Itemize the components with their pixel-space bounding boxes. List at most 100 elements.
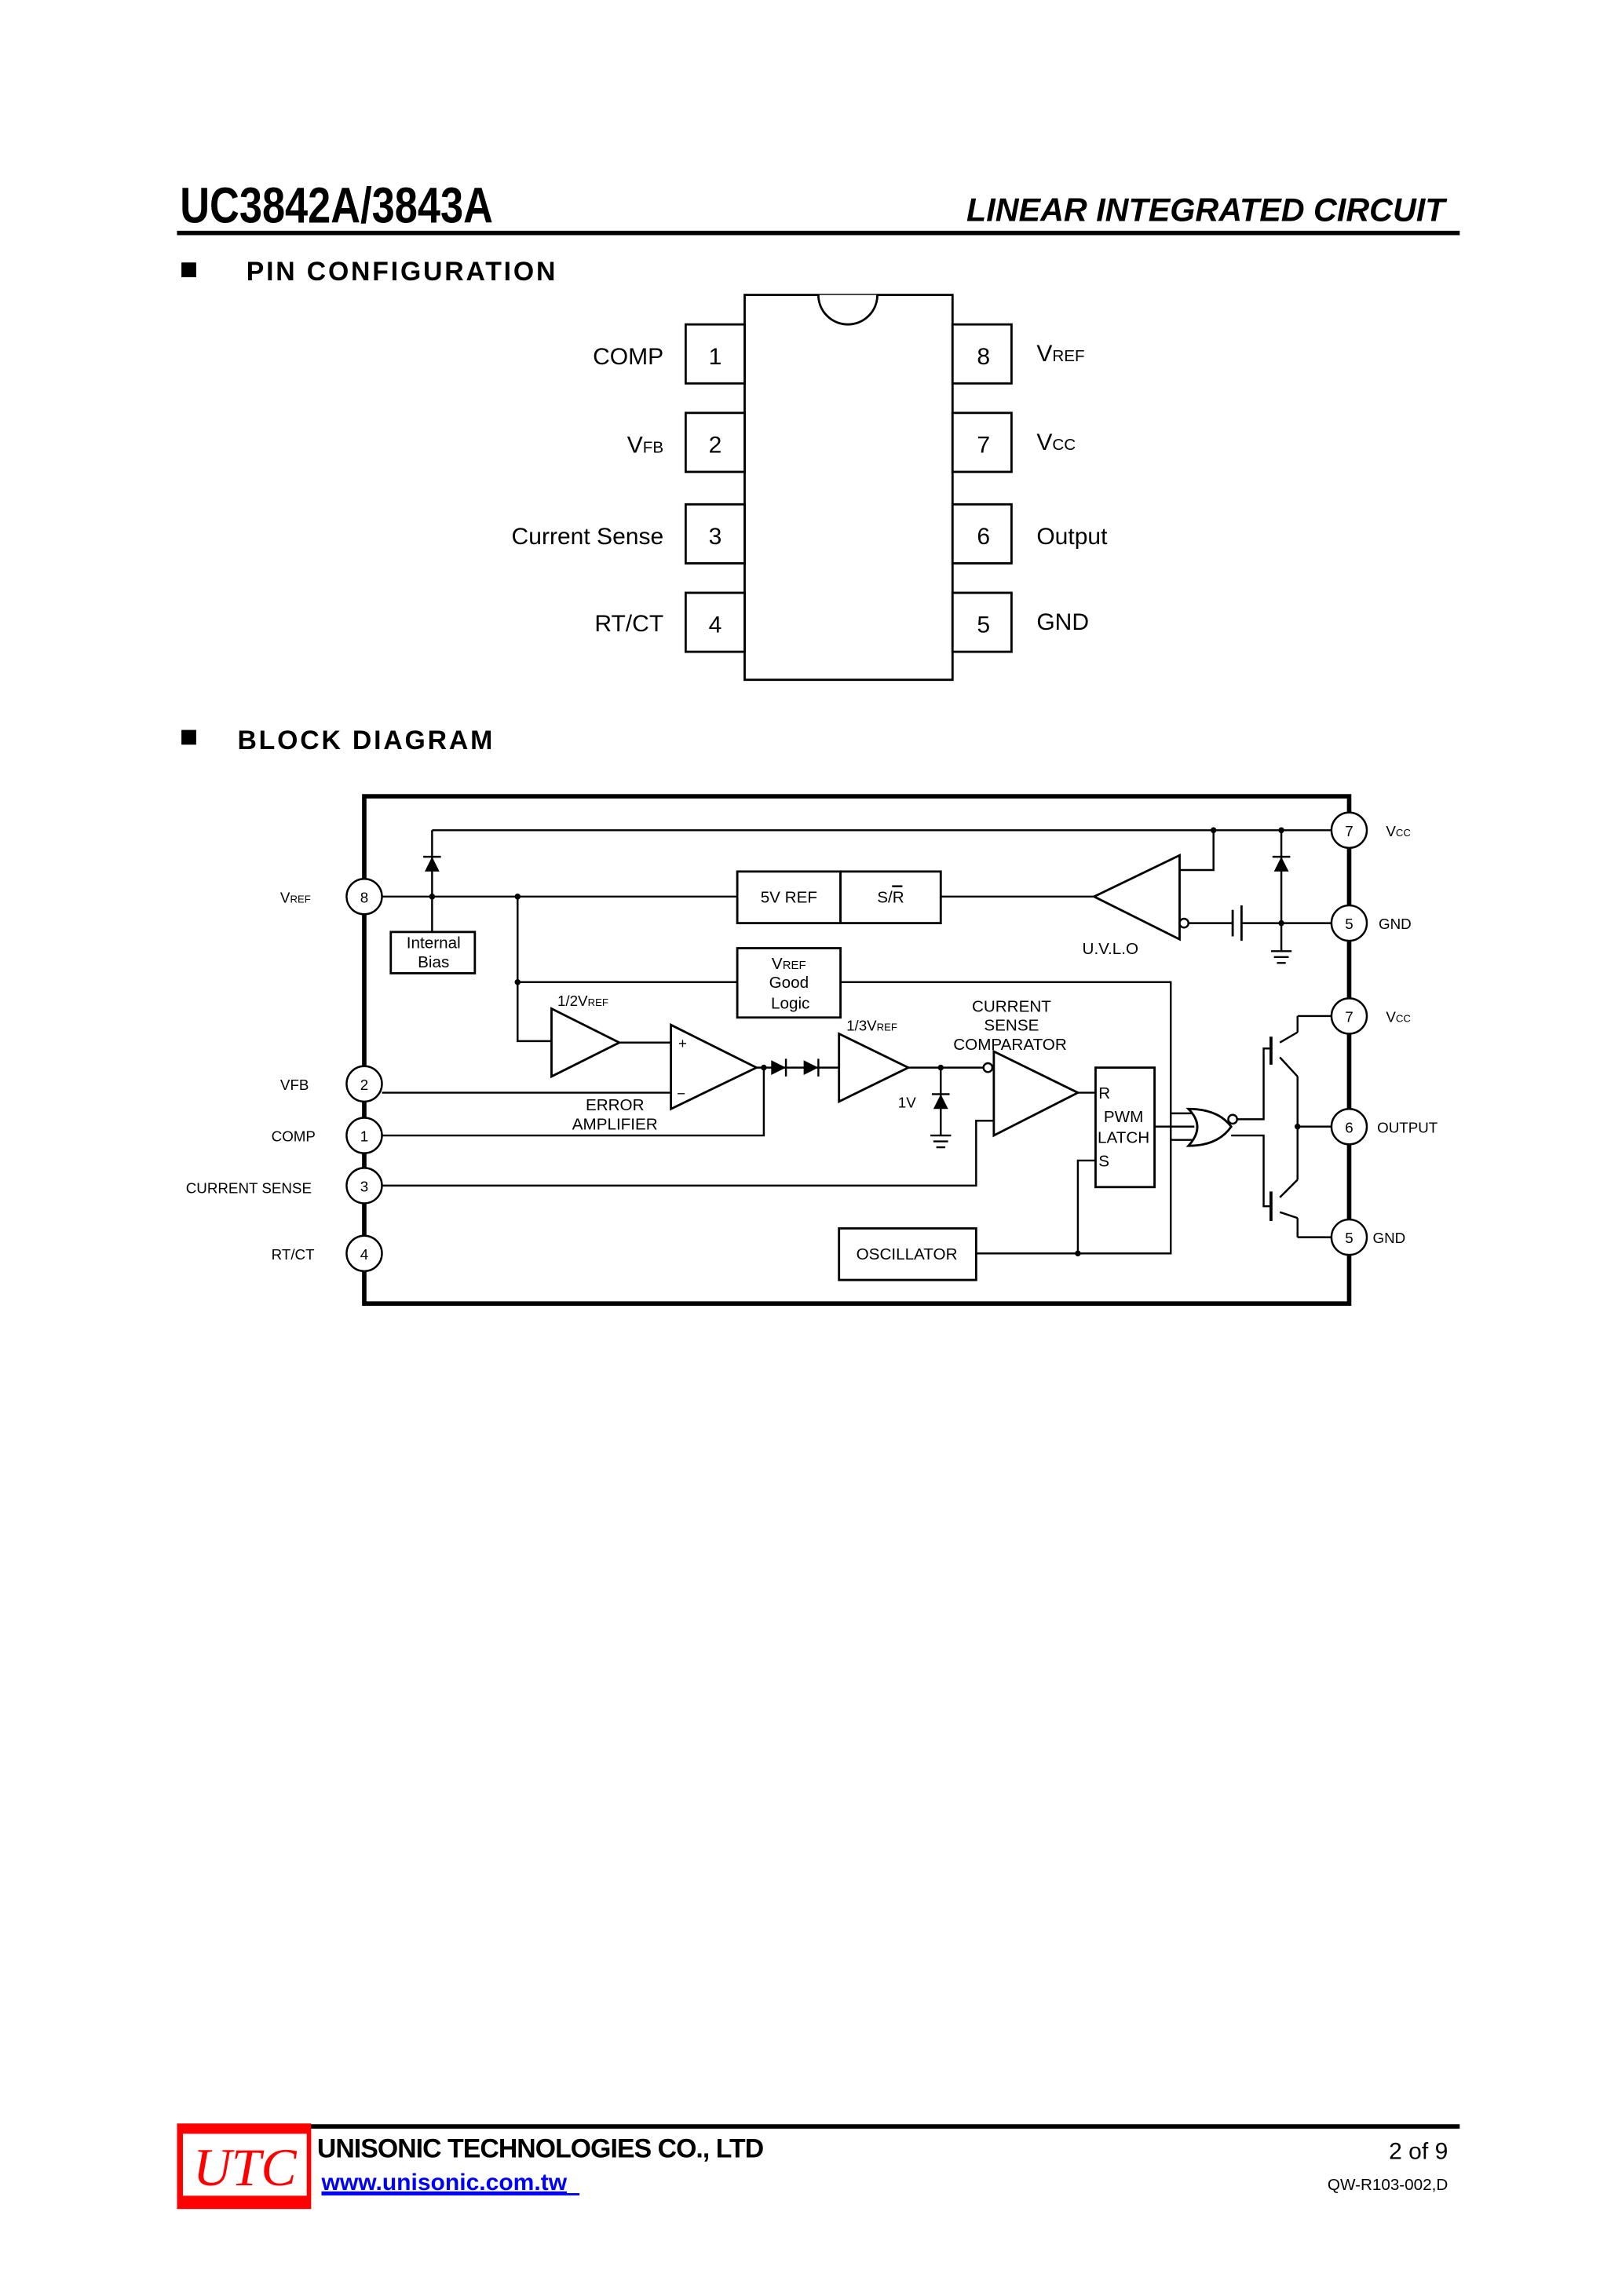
svg-text:COMPARATOR: COMPARATOR	[953, 1036, 1067, 1054]
bd-pin-3: 3 CURRENT SENSE	[186, 1167, 383, 1205]
svg-text:8: 8	[360, 889, 368, 905]
bd-pin-5-pgnd: 5 GND	[1330, 1218, 1406, 1256]
svg-text:8: 8	[977, 344, 990, 370]
half-vref-buffer	[550, 1007, 623, 1079]
half-vref-label: 1/2VREF	[557, 993, 608, 1009]
svg-text:3: 3	[360, 1178, 368, 1194]
oscillator-block: OSCILLATOR	[838, 1227, 977, 1281]
document-code: QW-R103-002,D	[1328, 2176, 1448, 2194]
bd-pin-2: 2 VFB	[280, 1065, 383, 1103]
svg-text:Internal: Internal	[407, 934, 461, 952]
pin-2: 2 VFB	[627, 411, 746, 473]
part-number-title: UC3842A/3843A	[180, 178, 493, 234]
svg-text:Bias: Bias	[418, 953, 449, 971]
pin-config-heading: PIN CONFIGURATION	[247, 257, 558, 287]
svg-text:2: 2	[360, 1077, 368, 1093]
pin-7: 7 VCC	[951, 411, 1076, 473]
svg-text:7: 7	[1345, 1008, 1353, 1025]
svg-text:AMPLIFIER: AMPLIFIER	[572, 1116, 658, 1134]
zener-diode-icon	[1273, 857, 1289, 872]
error-amplifier	[670, 1022, 759, 1111]
current-sense-comparator	[992, 1049, 1081, 1138]
ground-icon	[1270, 950, 1292, 964]
diode-icon	[771, 1060, 787, 1076]
svg-text:3: 3	[709, 524, 722, 550]
diode-icon	[424, 857, 440, 872]
svg-text:SENSE: SENSE	[984, 1017, 1039, 1035]
page-number: 2 of 9	[1389, 2138, 1448, 2164]
uvlo-comparator	[1091, 853, 1181, 941]
bd-pin-5-gnd: 5 GND	[1330, 904, 1412, 942]
third-vref-buffer	[838, 1032, 911, 1104]
pin-3: 3 Current Sense	[512, 503, 746, 565]
svg-text:VREF: VREF	[772, 955, 806, 973]
bd-pin-7-vcc: 7 VCC	[1330, 811, 1411, 850]
diode-icon	[803, 1060, 819, 1076]
svg-text:UTC: UTC	[193, 2138, 297, 2197]
bd-pin-4: 4 RT/CT	[272, 1234, 383, 1273]
bd-pin-7-vc: 7 VCC	[1330, 997, 1411, 1035]
svg-text:CURRENT SENSE: CURRENT SENSE	[186, 1179, 312, 1196]
sr-block: S/R	[839, 870, 942, 925]
pin-label: VCC	[1036, 430, 1076, 455]
svg-text:6: 6	[977, 524, 990, 550]
svg-text:4: 4	[360, 1246, 368, 1263]
svg-text:VFB: VFB	[280, 1077, 309, 1093]
svg-text:COMP: COMP	[272, 1128, 316, 1145]
company-name: UNISONIC TECHNOLOGIES CO., LTD	[317, 2133, 763, 2163]
pin-label: GND	[1036, 609, 1089, 635]
svg-text:5: 5	[1345, 1230, 1353, 1246]
svg-text:1: 1	[709, 344, 722, 370]
ground-icon	[930, 1134, 952, 1149]
svg-text:6: 6	[1345, 1119, 1353, 1135]
svg-text:7: 7	[1345, 823, 1353, 839]
svg-text:GND: GND	[1373, 1230, 1406, 1246]
utc-logo: UTC	[177, 2123, 312, 2210]
bd-pin-6-output: 6 OUTPUT	[1330, 1108, 1438, 1146]
svg-text:Good: Good	[769, 974, 809, 992]
website-link[interactable]: www.unisonic.com.tw	[321, 2170, 568, 2195]
plus-label: +	[678, 1035, 687, 1051]
svg-text:5V REF: 5V REF	[761, 888, 817, 906]
svg-text:LATCH: LATCH	[1098, 1128, 1149, 1146]
5v-ref-block: 5V REF	[736, 870, 842, 925]
bd-pin-8: 8 VREF	[280, 878, 383, 916]
category-title: LINEAR INTEGRATED CIRCUIT	[966, 192, 1448, 229]
csc-label: CURRENT	[972, 997, 1051, 1015]
pin-label: VFB	[627, 433, 663, 459]
svg-text:7: 7	[977, 433, 990, 459]
bullet-icon	[181, 729, 196, 745]
block-diagram-heading: BLOCK DIAGRAM	[237, 726, 495, 755]
svg-text:PWM: PWM	[1104, 1108, 1143, 1126]
minus-label: −	[677, 1085, 685, 1102]
pin1-notch	[816, 294, 879, 326]
pin-4: 4 RT/CT	[594, 591, 746, 653]
svg-text:Logic: Logic	[771, 995, 809, 1013]
uvlo-label: U.V.L.O	[1083, 940, 1139, 958]
error-amp-label: ERROR	[586, 1096, 645, 1114]
svg-text:2: 2	[709, 433, 722, 459]
svg-text:VCC: VCC	[1386, 1008, 1411, 1025]
svg-text:RT/CT: RT/CT	[272, 1246, 315, 1263]
pin-label: Current Sense	[512, 524, 664, 550]
nor-gate	[1185, 1107, 1233, 1147]
zener-diode-icon	[933, 1094, 948, 1110]
svg-text:R: R	[1098, 1084, 1110, 1102]
svg-text:GND: GND	[1379, 916, 1412, 932]
pin-label: RT/CT	[594, 611, 663, 637]
svg-text:VCC: VCC	[1386, 823, 1411, 839]
svg-text:4: 4	[709, 612, 722, 638]
svg-text:OUTPUT: OUTPUT	[1377, 1119, 1438, 1135]
svg-text:S/R: S/R	[877, 888, 904, 906]
svg-text:VREF: VREF	[280, 889, 311, 905]
svg-text:5: 5	[1345, 916, 1353, 932]
bullet-icon	[181, 262, 196, 278]
